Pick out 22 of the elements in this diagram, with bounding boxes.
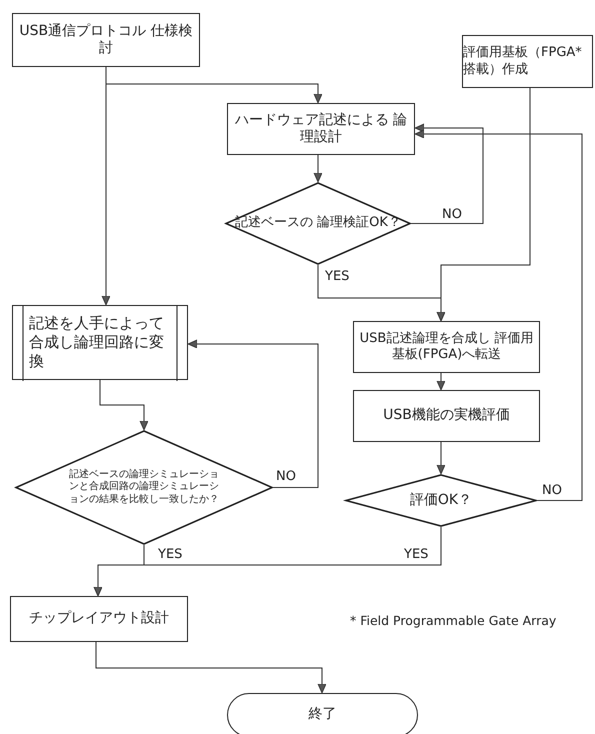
arrow [314, 154, 322, 182]
arrow [94, 526, 442, 596]
arrow [414, 130, 582, 501]
arrow [436, 372, 446, 390]
process-box: USB機能の実機評価 [353, 390, 540, 442]
arrow [96, 642, 326, 694]
arrow [410, 124, 484, 224]
arrow [106, 66, 322, 104]
arrow [318, 264, 446, 322]
process-box: 評価用基板（FPGA*搭載）作成 [462, 35, 593, 88]
process-box: USB通信プロトコル 仕様検討 [12, 13, 200, 67]
arrow [188, 340, 318, 488]
terminal-box: 終了 [227, 693, 418, 734]
arrow [436, 442, 446, 474]
arrow [100, 380, 148, 430]
decision-diamond: 評価OK？ [345, 474, 537, 527]
decision-diamond: 記述ベースの論理シミュレーションと合成回路の論理シミュレーションの結果を比較し一致したか？ [15, 430, 273, 545]
footnote: * Field Programmable Gate Array [348, 614, 558, 628]
process-box: チップレイアウト設計 [10, 596, 188, 642]
process-box: USB記述論理を合成し 評価用基板(FPGA)へ転送 [353, 321, 540, 373]
predefined-process-box: 記述を人手によって合成し論理回路に変換 [12, 305, 188, 380]
process-box: ハードウェア記述による 論理設計 [227, 103, 415, 155]
